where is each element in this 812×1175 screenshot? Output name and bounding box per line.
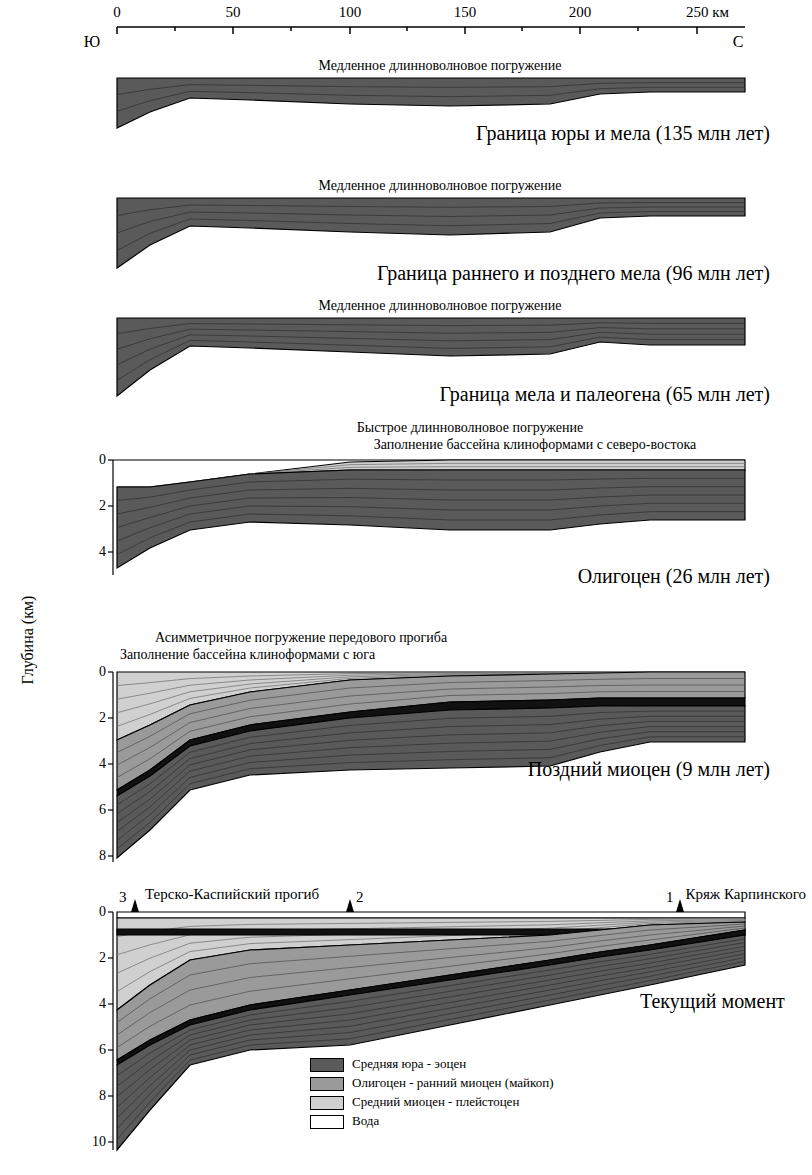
panel-title: Граница раннего и позднего мела (96 млн … xyxy=(377,262,770,284)
panel-title: Граница мела и палеогена (65 млн лет) xyxy=(439,383,770,405)
stratum-line xyxy=(117,332,745,364)
depth-tick: 8 xyxy=(99,1088,106,1103)
depth-tick: 4 xyxy=(99,756,106,771)
scale-number: 50 xyxy=(226,4,241,21)
axis-title: Глубина (км) xyxy=(19,596,37,685)
legend-swatch xyxy=(310,1096,344,1110)
strata xyxy=(113,78,745,1150)
legend-text: Средний миоцен - плейстоцен xyxy=(352,1095,519,1109)
scale-number: 0 xyxy=(113,4,121,21)
process-note: Медленное длинноволновое погружение xyxy=(318,178,561,193)
stratum-line xyxy=(117,207,745,233)
legend-text: Вода xyxy=(352,1114,379,1128)
panel-title: Текущий момент xyxy=(640,990,785,1012)
panel-title: Олигоцен (26 млн лет) xyxy=(578,565,770,587)
stratum-band xyxy=(117,78,745,128)
process-note: Медленное длинноволновое погружение xyxy=(318,58,561,73)
stratum-line xyxy=(117,512,745,555)
callout-number: 2 xyxy=(356,889,364,906)
stratum-line xyxy=(117,337,745,380)
depth-tick: 2 xyxy=(99,710,106,725)
scale-number: 100 xyxy=(339,4,362,21)
depth-tick: 0 xyxy=(99,664,106,679)
depth-tick: 6 xyxy=(99,1042,106,1057)
depth-tick: 2 xyxy=(99,498,106,513)
legend-text: Олигоцен - ранний миоцен (майкоп) xyxy=(352,1076,553,1090)
stratum-line xyxy=(117,87,745,111)
scale-number: 150 xyxy=(454,4,477,21)
stratum-line xyxy=(117,958,745,1129)
legend-swatch xyxy=(310,1077,344,1091)
process-note: Медленное длинноволновое погружение xyxy=(318,298,561,313)
stratum-line xyxy=(117,961,745,1139)
stratum-line xyxy=(117,487,745,514)
callout-number: 3 xyxy=(119,889,127,906)
process-note: Быстрое длинноволновое погружение xyxy=(357,420,583,435)
depth-tick: 4 xyxy=(99,996,106,1011)
stratum-line xyxy=(117,950,745,1108)
legend-swatch xyxy=(310,1115,344,1129)
stratum-band xyxy=(117,935,745,1150)
stratum-line xyxy=(117,954,745,1118)
callout-number: 1 xyxy=(666,889,674,906)
depth-tick: 10 xyxy=(92,1134,106,1149)
process-note: Заполнение бассейна клиноформами с север… xyxy=(374,437,697,452)
stratum-line xyxy=(117,328,745,350)
stratum-band xyxy=(117,706,745,858)
depth-tick: 0 xyxy=(99,452,106,467)
stratum-line xyxy=(117,943,745,1087)
scale-number: 250 км xyxy=(686,4,729,21)
depth-axes xyxy=(108,460,113,1150)
depth-tick: 8 xyxy=(99,848,106,863)
place-label: Кряж Карпинского xyxy=(685,886,806,903)
place-label: Терско-Каспийский прогиб xyxy=(145,886,319,903)
legend-swatch xyxy=(310,1058,344,1072)
process-note: Асимметричное погружение передового прог… xyxy=(155,630,447,645)
direction-label: Ю xyxy=(84,33,100,51)
scale-number: 200 xyxy=(569,4,592,21)
stratum-line xyxy=(117,946,745,1097)
process-note: Заполнение бассейна клиноформами с юга xyxy=(120,647,375,662)
panel-title: Поздний миоцен (9 млн лет) xyxy=(528,758,770,780)
stratum-line xyxy=(117,503,745,541)
depth-tick: 2 xyxy=(99,950,106,965)
stratum-line xyxy=(117,732,745,841)
depth-tick: 0 xyxy=(99,904,106,919)
stratum-band xyxy=(117,198,745,268)
stratum-band xyxy=(117,912,745,918)
stratum-line xyxy=(117,323,745,334)
stratum-line xyxy=(117,212,745,251)
legend-text: Средняя юра - эоцен xyxy=(352,1057,466,1071)
stratum-line xyxy=(117,83,745,95)
panel-title: Граница юры и мела (135 млн лет) xyxy=(476,122,770,144)
stratum-band xyxy=(117,470,745,568)
scale-bar xyxy=(117,27,745,34)
depth-tick: 6 xyxy=(99,802,106,817)
stratum-line xyxy=(117,203,745,216)
depth-tick: 4 xyxy=(99,544,106,559)
direction-label: С xyxy=(733,33,744,51)
stratum-line xyxy=(117,737,745,849)
